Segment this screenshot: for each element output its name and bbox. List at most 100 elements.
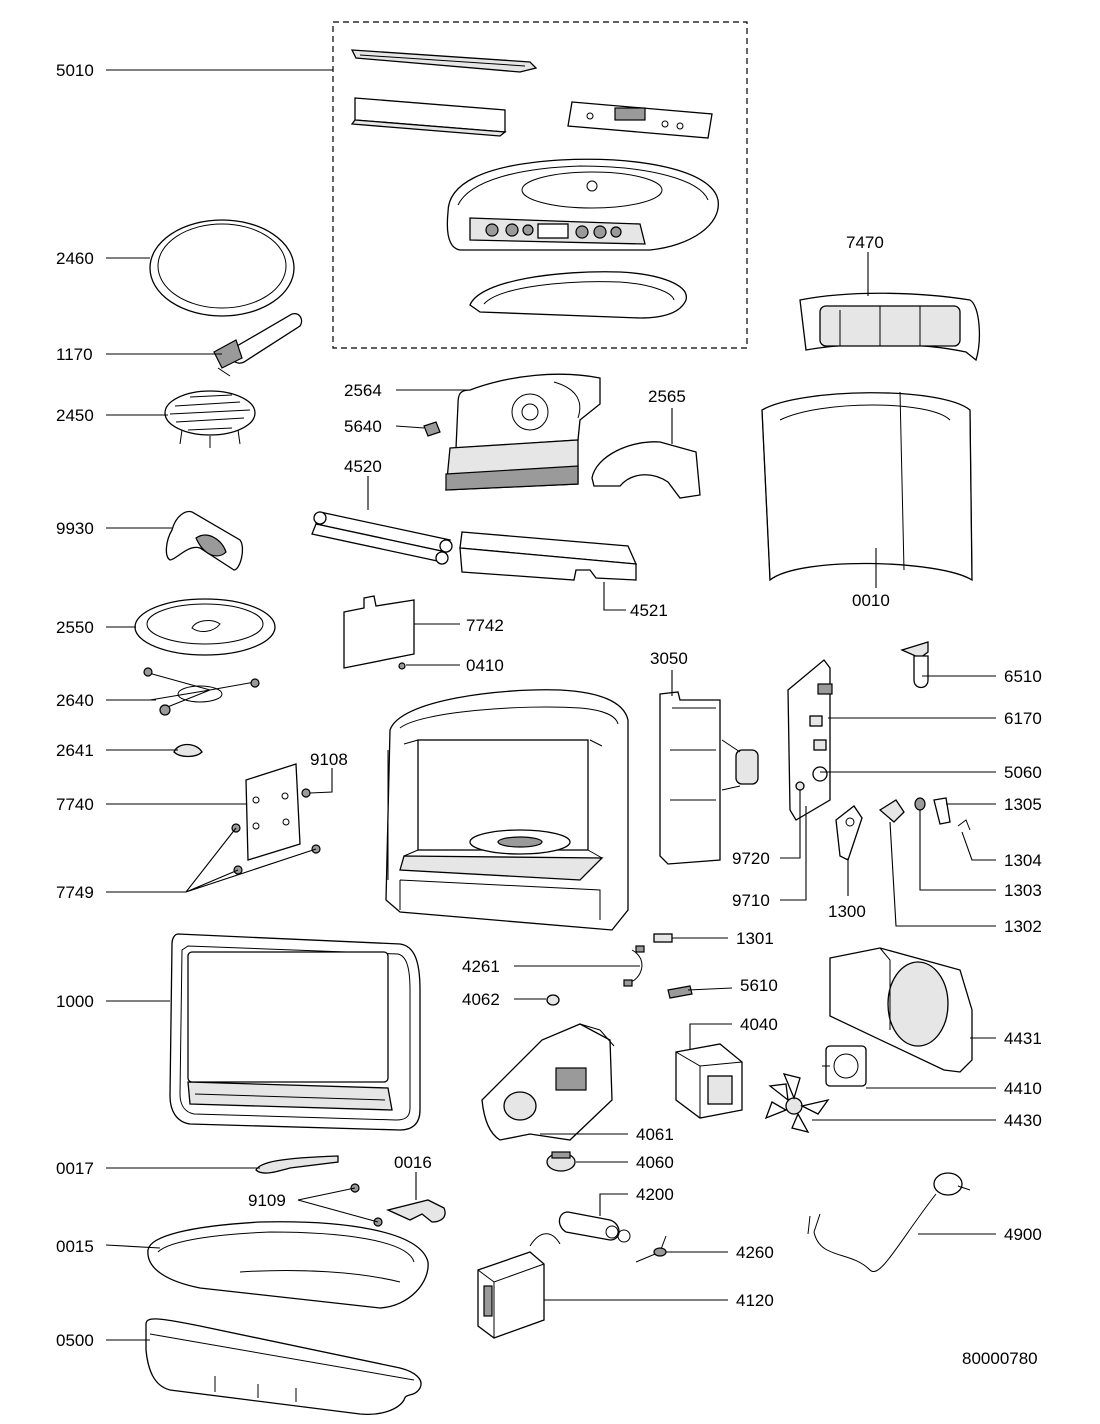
- part-5610-sensor[interactable]: [667, 985, 693, 999]
- label-2564: 2564: [344, 381, 382, 400]
- part-number-labels: 5010 2460 1170 2450 9930 2550 2640 2641 …: [56, 61, 1042, 1368]
- label-4040: 4040: [740, 1015, 778, 1034]
- label-0017: 0017: [56, 1159, 94, 1178]
- part-4410-fan-motor[interactable]: [822, 1045, 867, 1087]
- part-0016-hinge[interactable]: [386, 1199, 446, 1223]
- part-4061-air-duct[interactable]: [481, 1023, 615, 1141]
- label-6170: 6170: [1004, 709, 1042, 728]
- part-7740-cover-plate[interactable]: [245, 763, 301, 861]
- part-6170-latch-board[interactable]: [787, 659, 833, 821]
- part-2640-roller-support[interactable]: [143, 667, 260, 716]
- part-4260-diode[interactable]: [635, 1235, 667, 1263]
- label-4061: 4061: [636, 1125, 674, 1144]
- label-0010: 0010: [852, 591, 890, 610]
- part-2450-grill-rack[interactable]: [164, 390, 256, 448]
- part-3050-mounting-plate[interactable]: [659, 691, 759, 865]
- part-7470-rear-frame[interactable]: [799, 292, 980, 362]
- part-4521-heater-cover[interactable]: [459, 531, 638, 581]
- part-cover-tray[interactable]: [469, 271, 687, 319]
- part-1303-spring[interactable]: [914, 797, 926, 811]
- part-2460-ring[interactable]: [149, 219, 295, 317]
- part-6510-lamp[interactable]: [900, 641, 929, 689]
- label-9710: 9710: [732, 891, 770, 910]
- label-2565: 2565: [648, 387, 686, 406]
- label-6510: 6510: [1004, 667, 1042, 686]
- part-4430-fan-blade[interactable]: [764, 1073, 830, 1133]
- part-4520-heater-tubes[interactable]: [311, 511, 453, 565]
- leader-lines: [105, 69, 996, 1341]
- label-7749: 7749: [56, 883, 94, 902]
- part-0500-front-panel[interactable]: [145, 1318, 422, 1416]
- label-1303: 1303: [1004, 881, 1042, 900]
- label-4900: 4900: [1004, 1225, 1042, 1244]
- part-1300-lever[interactable]: [835, 805, 863, 861]
- part-oven-cavity[interactable]: [385, 689, 629, 931]
- label-2460: 2460: [56, 249, 94, 268]
- part-top-cover[interactable]: [446, 158, 719, 251]
- label-1305: 1305: [1004, 795, 1042, 814]
- label-9109: 9109: [248, 1191, 286, 1210]
- part-2564-cover[interactable]: [445, 373, 601, 491]
- label-4200: 4200: [636, 1185, 674, 1204]
- part-2641-coupler[interactable]: [173, 743, 203, 758]
- label-9720: 9720: [732, 849, 770, 868]
- label-2641: 2641: [56, 741, 94, 760]
- label-4431: 4431: [1004, 1029, 1042, 1048]
- part-2550-glass-plate[interactable]: [134, 598, 276, 656]
- label-1170: 1170: [56, 345, 93, 364]
- label-1304: 1304: [1004, 851, 1042, 870]
- label-1300: 1300: [828, 902, 866, 921]
- part-4200-capacitor[interactable]: [558, 1211, 631, 1243]
- part-9109-screws[interactable]: [350, 1183, 383, 1227]
- part-1302-cam[interactable]: [878, 799, 905, 823]
- label-2450: 2450: [56, 406, 94, 425]
- part-1305-lever[interactable]: [933, 797, 951, 825]
- part-0410-screw[interactable]: [398, 662, 406, 670]
- label-4120: 4120: [736, 1291, 774, 1310]
- label-0500: 0500: [56, 1331, 94, 1350]
- label-4060: 4060: [636, 1153, 674, 1172]
- part-1304-spring[interactable]: [957, 819, 971, 831]
- label-4430: 4430: [1004, 1111, 1042, 1130]
- part-4040-transformer[interactable]: [675, 1043, 743, 1119]
- part-4120-hv-transformer[interactable]: [477, 1233, 561, 1339]
- part-1000-door[interactable]: [169, 933, 421, 1131]
- label-1301: 1301: [736, 929, 774, 948]
- label-7742: 7742: [466, 616, 504, 635]
- part-4060-motor[interactable]: [546, 1151, 576, 1172]
- document-number: 80000780: [962, 1349, 1038, 1368]
- part-4431-fan-duct[interactable]: [829, 947, 973, 1073]
- part-1170-handle[interactable]: [213, 313, 303, 377]
- part-4261-wire[interactable]: [623, 945, 645, 987]
- label-9108: 9108: [310, 750, 348, 769]
- part-control-board[interactable]: [567, 101, 713, 139]
- label-0016: 0016: [394, 1153, 432, 1172]
- part-9720-switch[interactable]: [795, 781, 805, 791]
- part-9930-clip[interactable]: [165, 510, 244, 571]
- part-top-trim[interactable]: [350, 49, 538, 73]
- label-5610: 5610: [740, 976, 778, 995]
- label-4062: 4062: [462, 990, 500, 1009]
- part-4062-grommet[interactable]: [546, 994, 560, 1006]
- part-7742-bracket[interactable]: [343, 595, 415, 669]
- label-3050: 3050: [650, 649, 688, 668]
- part-display-panel[interactable]: [350, 97, 507, 137]
- part-0015-base-tray[interactable]: [147, 1221, 429, 1309]
- label-5010: 5010: [56, 61, 94, 80]
- label-2550: 2550: [56, 618, 94, 637]
- label-2640: 2640: [56, 691, 94, 710]
- part-1301-switch[interactable]: [653, 933, 673, 943]
- part-9108-screw[interactable]: [301, 788, 311, 798]
- label-7740: 7740: [56, 795, 94, 814]
- part-0010-cabinet-wrap[interactable]: [761, 391, 973, 582]
- part-2565-shield[interactable]: [591, 441, 701, 499]
- part-4900-power-cord[interactable]: [807, 1172, 971, 1273]
- label-9930: 9930: [56, 519, 94, 538]
- part-0017-latch-lever[interactable]: [255, 1155, 339, 1174]
- label-0410: 0410: [466, 656, 504, 675]
- label-5060: 5060: [1004, 763, 1042, 782]
- part-5640-clip[interactable]: [423, 421, 441, 437]
- label-1302: 1302: [1004, 917, 1042, 936]
- label-4260: 4260: [736, 1243, 774, 1262]
